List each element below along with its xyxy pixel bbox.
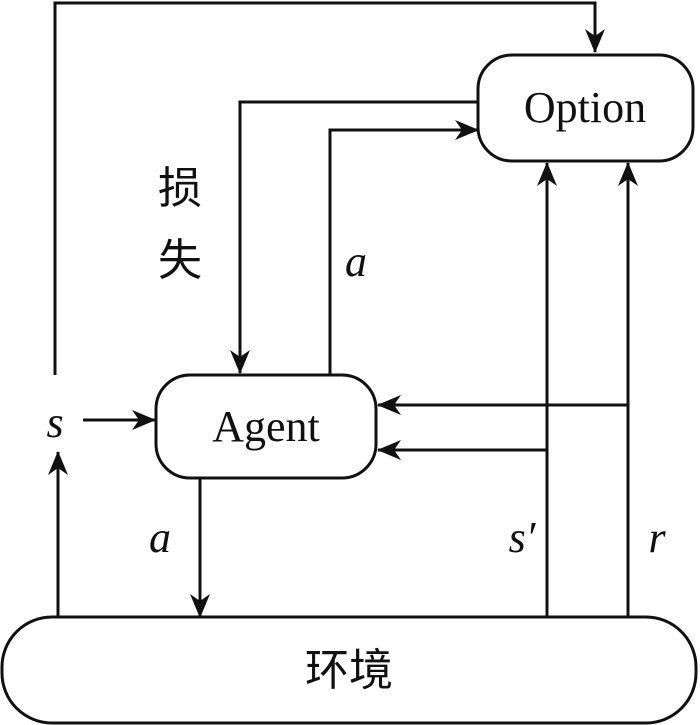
agent-label: Agent (212, 402, 320, 451)
loss-label-char-1: 损 (158, 163, 202, 214)
next-state-label: s′ (509, 513, 537, 562)
agent-to-environment-action-label: a (149, 513, 171, 562)
state-input-label: s (46, 398, 63, 447)
agent-node: Agent (154, 373, 378, 480)
environment-node: 环境 (0, 615, 698, 725)
agent-to-option-action-label: a (345, 237, 367, 286)
option-node: Option (476, 53, 695, 163)
loss-label-char-2: 失 (158, 235, 202, 286)
environment-label: 环境 (305, 645, 393, 696)
edge-agent-action-to-option (328, 120, 479, 375)
option-label: Option (524, 83, 646, 132)
edge-option-loss-to-agent (230, 100, 480, 374)
edge-state-to-option (53, 1, 605, 375)
reward-label: r (648, 513, 666, 562)
